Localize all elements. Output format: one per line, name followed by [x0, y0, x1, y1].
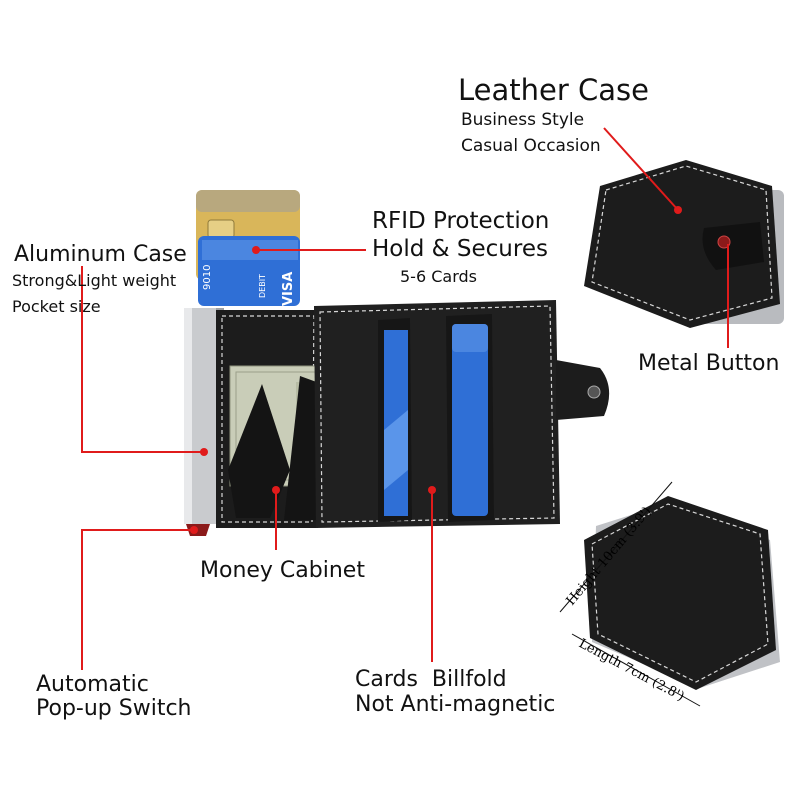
pop-up-switch-line1: Automatic	[36, 672, 149, 697]
leather-case-line1: Business Style	[461, 110, 585, 130]
card-number-text: 9010	[202, 265, 213, 290]
clasp-strap	[556, 360, 610, 420]
leader-leather-case	[603, 127, 679, 211]
pop-up-cards: 9010 DEBIT VISA	[196, 190, 300, 306]
card-debit-text: DEBIT	[258, 274, 267, 298]
length-dimension-line	[571, 633, 701, 707]
closed-wallet-leather	[584, 160, 780, 328]
closed-wallet-top	[584, 160, 784, 328]
metal-button-label: Metal Button	[638, 351, 780, 376]
cards-billfold-line1: Cards Billfold	[355, 667, 507, 692]
rfid-capacity: 5-6 Cards	[400, 267, 477, 286]
aluminum-case-line1: Strong&Light weight	[12, 271, 177, 290]
card-in-slot-2	[452, 324, 488, 516]
rfid-subtitle: Hold & Secures	[372, 236, 548, 262]
money-cabinet-pocket-left	[228, 384, 290, 518]
closed-wallet-bottom: Height 10cm (3.9') Length 7cm (2.8')	[559, 481, 780, 707]
right-flap	[314, 300, 560, 528]
closed-wallet-bottom-leather	[584, 496, 776, 690]
cards-billfold-line2: Not Anti-magnetic	[355, 692, 556, 717]
leader-lines	[81, 127, 729, 670]
leather-case-title: Leather Case	[458, 73, 649, 107]
pop-up-switch-line2: Pop-up Switch	[36, 696, 192, 721]
height-dimension-line	[559, 481, 673, 613]
aluminum-case-title: Aluminum Case	[14, 242, 187, 267]
leader-dots	[190, 206, 682, 534]
card-brand-text: VISA	[281, 272, 296, 306]
money-cabinet-label: Money Cabinet	[200, 558, 365, 583]
leader-aluminum	[81, 266, 204, 453]
open-wallet	[216, 300, 610, 528]
leather-case-line2: Casual Occasion	[461, 136, 601, 156]
aluminum-case-line2: Pocket size	[12, 297, 101, 316]
leader-pop-up-switch	[81, 529, 194, 670]
rfid-title: RFID Protection	[372, 208, 550, 234]
